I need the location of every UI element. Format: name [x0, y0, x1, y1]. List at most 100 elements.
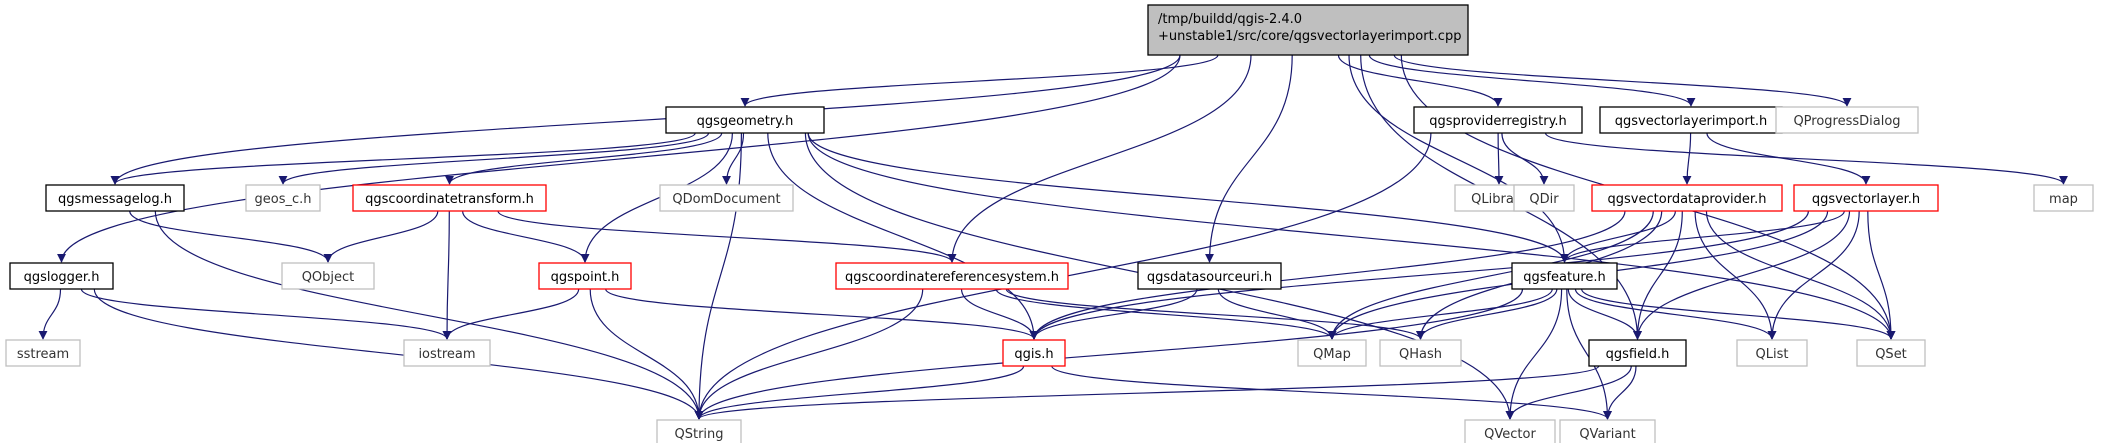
- edge-qgsproviderregistry-to-map: [1544, 132, 2068, 185]
- edge-arrow: [1494, 132, 1504, 185]
- edge-root-to-qgslogger: [57, 54, 1181, 263]
- edge-qgsgeometry-to-qgis: [767, 132, 1039, 340]
- edge-arrow: [605, 288, 1039, 340]
- node-label: qgis.h: [1014, 347, 1053, 362]
- edge-arrow: [80, 288, 452, 340]
- node-qgsvectordataprovider[interactable]: qgsvectordataprovider.h: [1591, 184, 1783, 212]
- node-box: [1137, 262, 1282, 290]
- edge-arrow: [1505, 365, 1632, 420]
- node-label: sstream: [17, 347, 69, 362]
- edge-qgsfeature-to-qgsfield: [1567, 288, 1642, 340]
- node-QDomDocument[interactable]: QDomDocument: [659, 184, 794, 212]
- edge-arrow: [807, 132, 1569, 263]
- node-QDir[interactable]: QDir: [1513, 184, 1575, 212]
- edge-qgsvectorlayer-to-QSet: [1867, 210, 1896, 340]
- node-box: [1464, 419, 1556, 443]
- node-box: [1002, 339, 1066, 367]
- node-QHash[interactable]: QHash: [1379, 339, 1462, 367]
- edge-arrow: [1566, 288, 1612, 420]
- edge-root-to-qgsfeature: [1348, 54, 1569, 263]
- node-qgspoint[interactable]: qgspoint.h: [538, 262, 632, 290]
- node-qgsdatasourceuri[interactable]: qgsdatasourceuri.h: [1137, 262, 1282, 290]
- node-box: [665, 106, 825, 134]
- node-qgsfield[interactable]: qgsfield.h: [1588, 339, 1687, 367]
- node-box: [2033, 184, 2094, 212]
- edge-arrow: [694, 365, 1600, 420]
- node-box: [45, 184, 185, 212]
- node-QList[interactable]: QList: [1736, 339, 1808, 367]
- node-box: [1559, 419, 1656, 443]
- edge-arrow: [722, 132, 745, 185]
- node-QProgressDialog[interactable]: QProgressDialog: [1775, 106, 1919, 134]
- node-sstream[interactable]: sstream: [5, 339, 81, 367]
- edge-arrow: [580, 132, 733, 263]
- node-label: qgscoordinatetransform.h: [365, 192, 534, 207]
- edge-qgsvectorlayer-to-qgsfield: [1633, 210, 1851, 340]
- edge-arrow: [1327, 288, 1553, 340]
- edge-qgsvectordataprovider-to-QSet: [1705, 210, 1896, 340]
- edge-arrow: [1682, 132, 1692, 185]
- node-label: map: [2049, 192, 2078, 207]
- node-label: qgsvectordataprovider.h: [1608, 192, 1767, 207]
- node-qgsfeature[interactable]: qgsfeature.h: [1511, 262, 1618, 290]
- node-qgsvectorlayer[interactable]: qgsvectorlayer.h: [1793, 184, 1939, 212]
- edge-arrow: [1393, 54, 1852, 107]
- node-label: qgsproviderregistry.h: [1429, 114, 1567, 129]
- edge-qgis-to-QString: [694, 365, 1025, 420]
- node-label: QDomDocument: [672, 192, 780, 207]
- node-qgslogger[interactable]: qgslogger.h: [9, 262, 114, 290]
- edge-arrow: [1581, 288, 1896, 340]
- edge-qgscoordinatereferencesystem-to-QHash: [1005, 288, 1425, 340]
- edge-root-to-qgscoordinatereferencesystem: [947, 54, 1252, 263]
- node-QVariant[interactable]: QVariant: [1559, 419, 1656, 443]
- edge-arrow: [497, 210, 957, 263]
- edge-qgsvectorlayer-to-qgis: [1029, 210, 1809, 340]
- node-iostream[interactable]: iostream: [403, 339, 491, 367]
- edge-qgsgeometry-to-qgsfeature: [807, 132, 1569, 263]
- node-label: qgsfeature.h: [1523, 270, 1606, 285]
- node-qgscoordinatereferencesystem[interactable]: qgscoordinatereferencesystem.h: [835, 262, 1069, 290]
- node-qgsmessagelog[interactable]: qgsmessagelog.h: [45, 184, 185, 212]
- node-QString[interactable]: QString: [656, 419, 742, 443]
- node-box: [835, 262, 1069, 290]
- edge-arrow: [154, 210, 704, 420]
- edge-arrow: [1567, 288, 1642, 340]
- nodes-layer: /tmp/buildd/qgis-2.4.0+unstable1/src/cor…: [5, 4, 2094, 443]
- node-QObject[interactable]: QObject: [281, 262, 375, 290]
- edge-qgsvectorlayerimport-to-qgsvectordataprovider: [1682, 132, 1692, 185]
- node-geos_c[interactable]: geos_c.h: [245, 184, 321, 212]
- node-qgscoordinatetransform[interactable]: qgscoordinatetransform.h: [352, 184, 547, 212]
- edge-qgsgeometry-to-qgspoint: [580, 132, 733, 263]
- node-qgsproviderregistry[interactable]: qgsproviderregistry.h: [1413, 106, 1583, 134]
- edge-qgsvectordataprovider-to-qgis: [1029, 210, 1626, 340]
- edge-arrow: [767, 132, 1039, 340]
- node-QMap[interactable]: QMap: [1297, 339, 1367, 367]
- edge-arrow: [694, 288, 1524, 420]
- node-QSet[interactable]: QSet: [1856, 339, 1926, 367]
- node-qgis[interactable]: qgis.h: [1002, 339, 1066, 367]
- edge-arrow: [445, 132, 723, 185]
- node-qgsvectorlayerimport[interactable]: qgsvectorlayerimport.h: [1599, 106, 1783, 134]
- edge-arrow: [1603, 365, 1637, 420]
- node-map[interactable]: map: [2033, 184, 2094, 212]
- node-box: [1856, 339, 1926, 367]
- edge-root-to-QProgressDialog: [1393, 54, 1852, 107]
- edge-qgsvectorlayerimport-to-qgsvectorlayer: [1706, 132, 1871, 185]
- edge-arrow: [1327, 210, 1654, 340]
- edge-arrow: [1051, 365, 1612, 420]
- edge-qgsgeometry-to-geos_c: [278, 132, 710, 185]
- node-qgsgeometry[interactable]: qgsgeometry.h: [665, 106, 825, 134]
- node-box: [1591, 184, 1783, 212]
- edge-qgsvectordataprovider-to-QList: [1694, 210, 1777, 340]
- edge-arrow: [442, 210, 452, 340]
- node-QVector[interactable]: QVector: [1464, 419, 1556, 443]
- node-box: [1736, 339, 1808, 367]
- node-root[interactable]: /tmp/buildd/qgis-2.4.0+unstable1/src/cor…: [1147, 4, 1469, 56]
- edge-arrow: [807, 132, 1896, 340]
- node-label: qgsfield.h: [1606, 347, 1670, 362]
- node-box: [1413, 106, 1583, 134]
- edge-arrow: [1867, 210, 1896, 340]
- edge-qgscoordinatetransform-to-qgspoint: [462, 210, 590, 263]
- node-box: [659, 184, 794, 212]
